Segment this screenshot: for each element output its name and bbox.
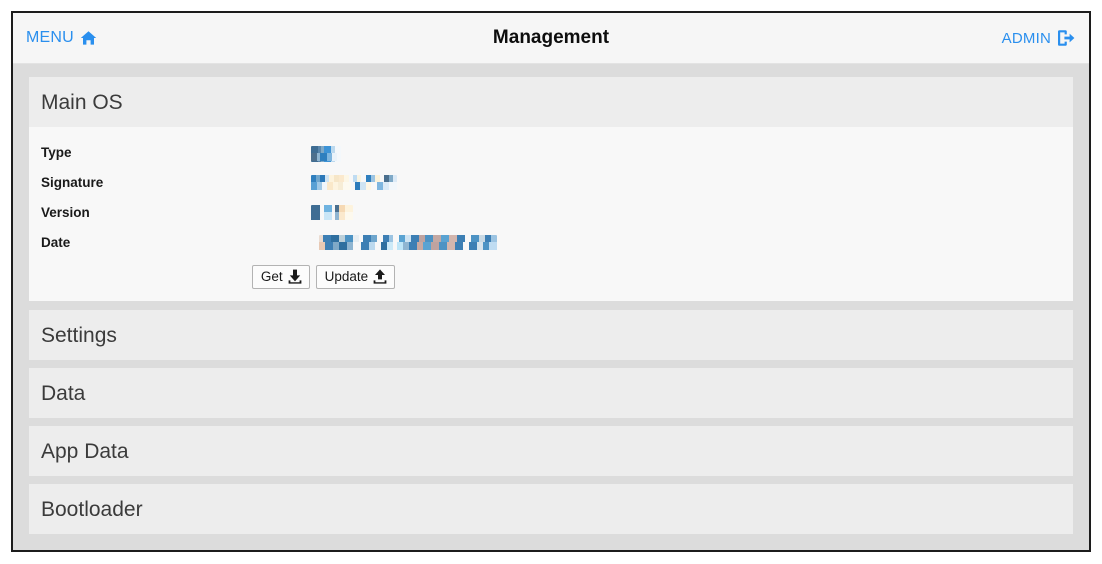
panel-body-main-os: Type Signature Version — [29, 127, 1073, 302]
home-icon — [80, 30, 97, 46]
update-button[interactable]: Update — [315, 265, 396, 290]
field-label-version: Version — [41, 205, 90, 221]
field-label-signature: Signature — [41, 175, 104, 191]
panel-header-data[interactable]: Data — [29, 368, 1073, 419]
redacted-value-type — [311, 146, 341, 163]
field-label-type: Type — [41, 145, 72, 161]
get-button[interactable]: Get — [251, 265, 310, 290]
page-title: Management — [492, 27, 610, 48]
field-value-signature — [311, 175, 397, 191]
app-window: MENU Management ADMIN Main OS — [11, 11, 1091, 552]
menu-label: MENU — [26, 29, 74, 46]
get-button-label: Get — [260, 268, 283, 284]
panel-header-bootloader[interactable]: Bootloader — [29, 484, 1073, 535]
panel-main-os: Main OS Type Signature Version — [29, 77, 1073, 302]
panel-settings: Settings — [29, 310, 1073, 361]
panel-data: Data — [29, 368, 1073, 419]
download-icon — [288, 269, 302, 284]
redacted-value-signature — [311, 175, 397, 191]
top-navbar: MENU Management ADMIN — [13, 13, 1089, 64]
field-label-date: Date — [41, 235, 71, 251]
field-row-version: Version — [41, 205, 1061, 225]
logout-icon — [1057, 30, 1075, 46]
field-value-date — [319, 235, 497, 251]
redacted-value-date — [319, 235, 497, 251]
redacted-value-version — [311, 205, 353, 221]
panel-header-app-data[interactable]: App Data — [29, 426, 1073, 477]
field-value-type — [311, 145, 341, 163]
field-row-type: Type — [41, 145, 1061, 165]
field-value-version — [311, 205, 353, 221]
accordion-container: Main OS Type Signature Version — [13, 64, 1089, 550]
admin-button[interactable]: ADMIN — [1002, 13, 1075, 63]
panel-header-main-os[interactable]: Main OS — [29, 77, 1073, 128]
menu-button[interactable]: MENU — [26, 13, 97, 63]
panel-bootloader: Bootloader — [29, 484, 1073, 535]
field-row-signature: Signature — [41, 175, 1061, 195]
admin-label: ADMIN — [1001, 29, 1051, 47]
action-button-row: Get Update — [41, 265, 1061, 290]
upload-icon — [373, 269, 387, 284]
field-row-date: Date — [41, 235, 1061, 255]
panel-header-settings[interactable]: Settings — [29, 310, 1073, 361]
panel-app-data: App Data — [29, 426, 1073, 477]
update-button-label: Update — [324, 268, 369, 284]
